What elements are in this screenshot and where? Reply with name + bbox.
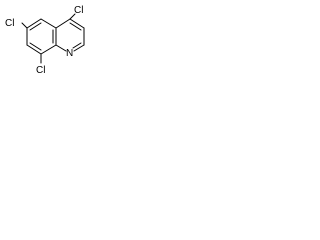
double-bond-inner-c5-c6 [29, 22, 42, 31]
bond-c4-cl [69, 13, 76, 20]
quinoline-structure-diagram: Cl Cl Cl N [5, 5, 85, 76]
atom-label-cl-6: Cl [5, 18, 14, 29]
atom-label-n: N [66, 48, 73, 59]
bond-c5-c6 [26, 18, 42, 29]
bond-c8-c8a [40, 44, 57, 55]
atom-label-cl-8: Cl [36, 65, 45, 76]
bond-c4a-c5 [40, 18, 57, 29]
bond-c4-c3 [69, 18, 85, 29]
bond-c7-c8 [26, 44, 42, 55]
atom-label-cl-4: Cl [74, 5, 83, 16]
bond-n1-c8a [55, 44, 67, 52]
double-bond-inner-c4-c3 [69, 22, 82, 31]
double-bond-inner-c7-c8 [29, 42, 42, 51]
structure-canvas: Cl Cl Cl N [0, 0, 101, 92]
double-bond-inner-c2-n1 [72, 42, 82, 49]
bond-c6-cl [21, 22, 28, 29]
bond-c4a-c4 [55, 18, 71, 29]
bond-c2-n1 [73, 44, 85, 52]
